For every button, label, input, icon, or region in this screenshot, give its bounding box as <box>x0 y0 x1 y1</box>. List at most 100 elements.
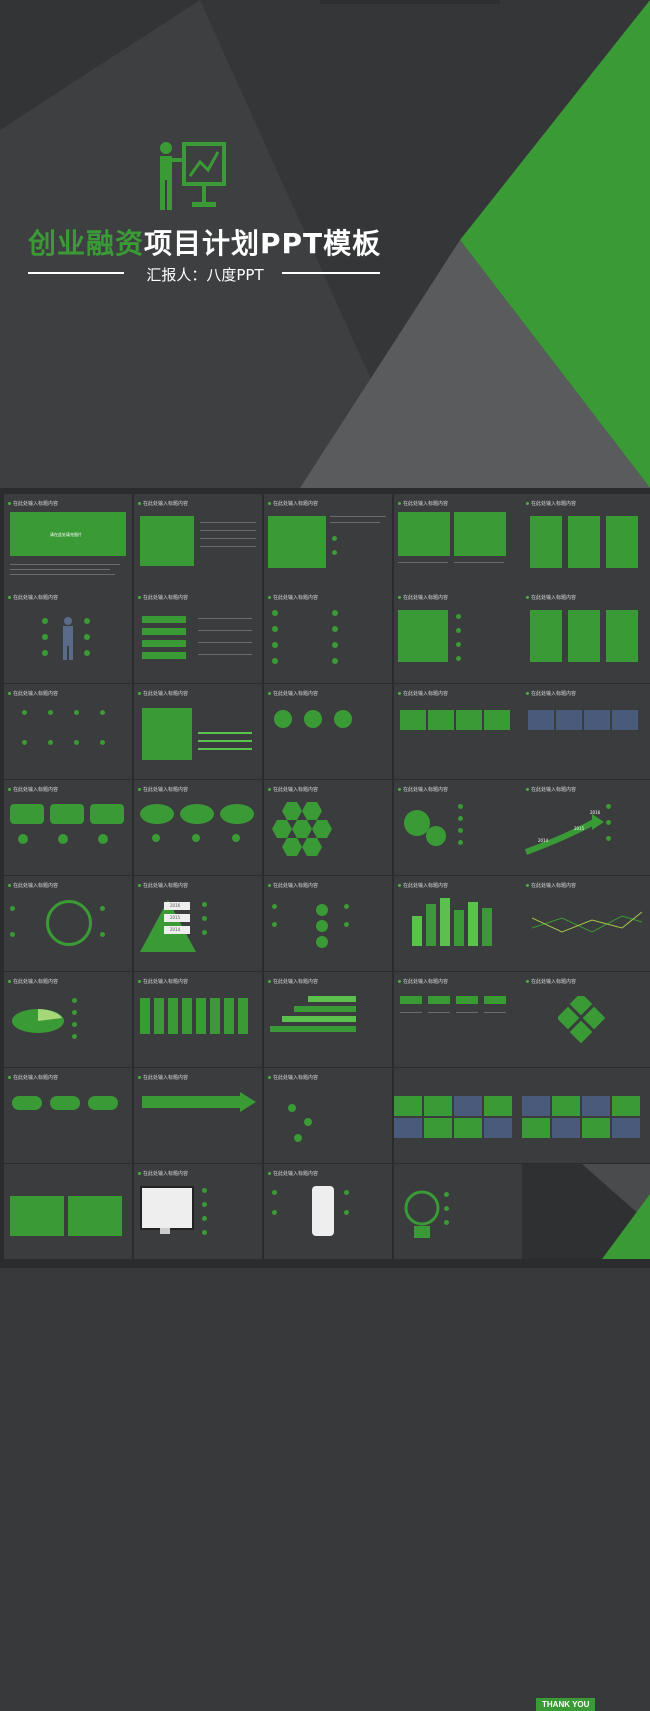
image-placeholder <box>268 516 326 568</box>
image-placeholder <box>68 1196 122 1236</box>
slide-header: 在此处输入标题内容 <box>526 594 576 601</box>
slide-header: 在此处输入标题内容 <box>398 690 448 697</box>
slide-thumb[interactable]: 在此处输入标题内容 <box>134 972 262 1067</box>
subtitle-left-line <box>28 272 124 274</box>
cover-slide: 创业融资项目计划PPT模板 汇报人：八度PPT <box>0 0 650 488</box>
slide-header: 在此处输入标题内容 <box>268 690 318 697</box>
slide-thumb[interactable]: 在此处输入标题内容 <box>4 972 132 1067</box>
slide-header: 在此处输入标题内容 <box>526 786 576 793</box>
slide-header: 在此处输入标题内容 <box>138 1074 188 1081</box>
slide-thumb[interactable]: 在此处输入标题内容 <box>4 876 132 971</box>
slide-header: 在此处输入标题内容 <box>8 978 58 985</box>
slide-thumb[interactable] <box>394 1164 522 1259</box>
slide-thumb[interactable]: 在此处输入标题内容 <box>134 780 262 875</box>
slide-thumb[interactable]: 在此处输入标题内容 <box>134 684 262 779</box>
slide-thumb[interactable]: 在此处输入标题内容 <box>4 1068 132 1163</box>
slide-thumb[interactable]: 在此处输入标题内容 <box>134 1068 262 1163</box>
closing-slide-thumb[interactable] <box>522 1164 650 1259</box>
slide-header: 在此处输入标题内容 <box>8 594 58 601</box>
slide-thumb[interactable]: 在此处输入标题内容 2015 2014 2016 <box>522 780 650 875</box>
image-placeholder <box>142 708 192 760</box>
image-placeholder <box>398 512 450 556</box>
image-placeholder <box>10 512 126 556</box>
slide-header: 在此处输入标题内容 <box>8 882 58 889</box>
slide-header: 在此处输入标题内容 <box>268 594 318 601</box>
slide-header: 在此处输入标题内容 <box>268 1170 318 1177</box>
slide-header: 在此处输入标题内容 <box>526 882 576 889</box>
slide-thumb[interactable]: 在此处输入标题内容 <box>264 1068 392 1163</box>
lightbulb-icon <box>404 1190 440 1238</box>
slide-thumb[interactable]: 在此处输入标题内容 <box>522 972 650 1067</box>
slide-thumb[interactable]: 在此处输入标题内容 请在此处填充图片 <box>4 494 132 589</box>
slide-header: 在此处输入标题内容 <box>138 690 188 697</box>
slide-thumb[interactable]: 在此处输入标题内容 <box>522 494 650 589</box>
image-placeholder-text: 请在此处填充图片 <box>50 532 82 537</box>
slide-thumb[interactable]: 在此处输入标题内容 <box>522 876 650 971</box>
slide-header: 在此处输入标题内容 <box>398 978 448 985</box>
slide-thumb[interactable]: 在此处输入标题内容 <box>134 588 262 683</box>
slide-header: 在此处输入标题内容 <box>8 1074 58 1081</box>
slide-header: 在此处输入标题内容 <box>398 786 448 793</box>
slide-thumb[interactable]: 在此处输入标题内容 <box>134 494 262 589</box>
slide-header: 在此处输入标题内容 <box>138 882 188 889</box>
slide-thumb[interactable]: 在此处输入标题内容 <box>4 684 132 779</box>
timeline-year: 2015 <box>574 826 585 831</box>
slide-thumb[interactable]: 在此处输入标题内容 <box>394 780 522 875</box>
cover-subtitle: 汇报人：八度PPT <box>146 266 264 284</box>
timeline-year: 2014 <box>538 838 549 843</box>
cover-title: 创业融资项目计划PPT模板 <box>28 222 381 262</box>
slide-thumb[interactable] <box>4 1164 132 1259</box>
slide-header: 在此处输入标题内容 <box>138 786 188 793</box>
slide-thumb[interactable]: 在此处输入标题内容 <box>264 684 392 779</box>
timeline-year: 2016 <box>590 810 601 815</box>
slide-thumb[interactable]: 在此处输入标题内容 <box>394 972 522 1067</box>
slide-thumb-wide[interactable] <box>394 1068 650 1163</box>
slide-header: 在此处输入标题内容 <box>268 978 318 985</box>
image-placeholder <box>398 610 448 662</box>
year-label: 2015 <box>170 915 181 920</box>
slide-header: 在此处输入标题内容 <box>8 786 58 793</box>
image-placeholder <box>10 1196 64 1236</box>
year-label: 2016 <box>170 903 181 908</box>
phone-icon <box>312 1186 334 1236</box>
slide-thumb[interactable]: 在此处输入标题内容 <box>4 588 132 683</box>
title-white-part: 项目计划PPT模板 <box>144 227 382 260</box>
slide-thumb[interactable]: 在此处输入标题内容 <box>4 780 132 875</box>
slide-header: 在此处输入标题内容 <box>526 978 576 985</box>
subtitle-right-line <box>282 272 380 274</box>
slide-thumb[interactable]: 在此处输入标题内容 <box>134 1164 262 1259</box>
title-green-part: 创业融资 <box>28 227 145 260</box>
slide-header: 在此处输入标题内容 <box>138 594 188 601</box>
slide-thumb[interactable]: 在此处输入标题内容 <box>264 494 392 589</box>
slide-thumb[interactable]: 在此处输入标题内容 <box>394 588 522 683</box>
slide-header: 在此处输入标题内容 <box>398 594 448 601</box>
slide-thumb[interactable]: 在此处输入标题内容 <box>394 494 522 589</box>
slide-header: 在此处输入标题内容 <box>268 882 318 889</box>
slide-header: 在此处输入标题内容 <box>398 500 448 507</box>
cover-background-shapes <box>0 0 650 488</box>
slide-thumb[interactable]: 在此处输入标题内容 <box>522 588 650 683</box>
slide-thumb[interactable]: 在此处输入标题内容 <box>264 588 392 683</box>
slide-thumb[interactable]: 在此处输入标题内容 <box>264 876 392 971</box>
image-placeholder <box>454 512 506 556</box>
slide-thumb[interactable]: 在此处输入标题内容 <box>522 684 650 779</box>
slide-header: 在此处输入标题内容 <box>398 882 448 889</box>
slide-thumb[interactable]: 在此处输入标题内容 <box>394 876 522 971</box>
slide-thumb[interactable]: 在此处输入标题内容 <box>264 1164 392 1259</box>
image-placeholder <box>140 516 194 566</box>
slide-header: 在此处输入标题内容 <box>8 500 58 507</box>
thank-you-label: THANK YOU <box>536 1698 596 1711</box>
slide-header: 在此处输入标题内容 <box>268 786 318 793</box>
slide-thumb[interactable]: 在此处输入标题内容 2016 2015 2014 <box>134 876 262 971</box>
slide-header: 在此处输入标题内容 <box>526 500 576 507</box>
slide-header: 在此处输入标题内容 <box>138 1170 188 1177</box>
slide-thumb[interactable]: 在此处输入标题内容 <box>264 972 392 1067</box>
slide-thumbnail-grid: 在此处输入标题内容 请在此处填充图片 在此处输入标题内容 在此处输入标题内容 在… <box>0 488 650 1711</box>
slide-header: 在此处输入标题内容 <box>526 690 576 697</box>
year-label: 2014 <box>170 927 181 932</box>
slide-header: 在此处输入标题内容 <box>268 500 318 507</box>
slide-thumb[interactable]: 在此处输入标题内容 <box>264 780 392 875</box>
slide-header: 在此处输入标题内容 <box>138 500 188 507</box>
presenter-chart-icon <box>160 142 226 210</box>
slide-thumb[interactable]: 在此处输入标题内容 <box>394 684 522 779</box>
